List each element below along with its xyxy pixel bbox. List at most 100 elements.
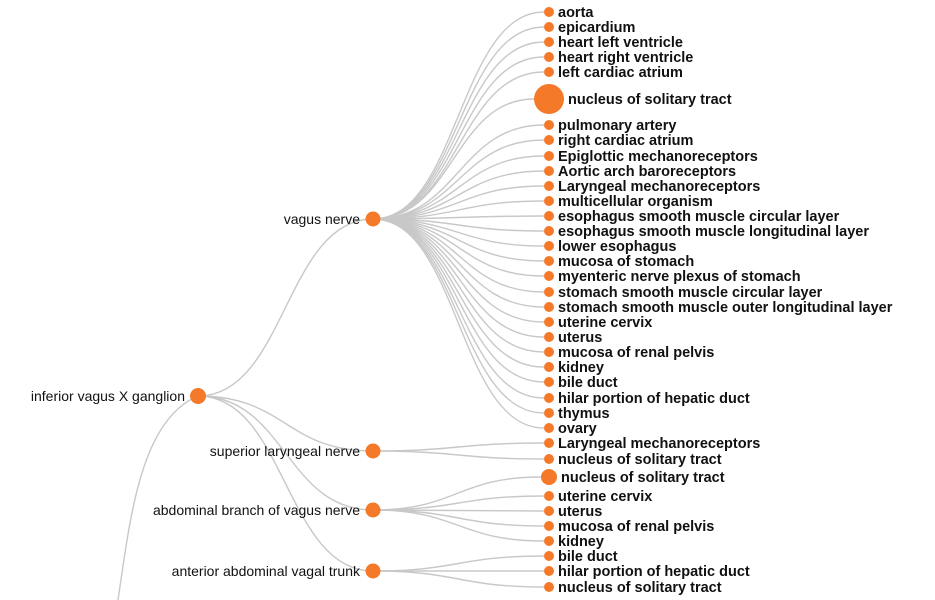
node-dot[interactable] [544,377,554,387]
node-dot[interactable] [544,37,554,47]
tree-node-branch[interactable]: superior laryngeal nerve [210,443,381,459]
node-dot[interactable] [544,22,554,32]
tree-node-leaf[interactable]: bile duct [544,549,618,565]
node-label: epicardium [558,20,635,36]
node-dot[interactable] [544,362,554,372]
tree-node-branch[interactable]: vagus nerve [284,211,381,227]
node-dot[interactable] [365,502,381,518]
node-dot[interactable] [544,226,554,236]
node-label: bile duct [558,375,618,391]
node-dot[interactable] [544,241,554,251]
node-dot[interactable] [544,271,554,281]
node-dot[interactable] [544,551,554,561]
tree-node-leaf[interactable]: mucosa of renal pelvis [544,519,714,535]
node-dot[interactable] [365,211,381,227]
tree-node-leaf[interactable]: Aortic arch baroreceptors [544,164,736,180]
node-label: Laryngeal mechanoreceptors [558,179,760,195]
node-dot[interactable] [544,135,554,145]
node-dot[interactable] [544,211,554,221]
node-dot[interactable] [544,521,554,531]
tree-node-leaf[interactable]: right cardiac atrium [544,133,693,149]
tree-node-leaf[interactable]: heart left ventricle [544,35,683,51]
tree-node-root[interactable]: inferior vagus X ganglion [31,388,206,404]
tree-node-leaf[interactable]: aorta [544,5,594,21]
node-dot[interactable] [544,256,554,266]
tree-node-leaf[interactable]: uterine cervix [544,489,652,505]
node-label: multicellular organism [558,194,713,210]
node-dot[interactable] [544,438,554,448]
node-label: heart right ventricle [558,50,693,66]
tree-node-leaf[interactable]: nucleus of solitary tract [541,469,725,486]
node-dot[interactable] [544,7,554,17]
tree-node-leaf[interactable]: multicellular organism [544,194,713,210]
node-label: abdominal branch of vagus nerve [153,502,360,518]
node-dot[interactable] [544,52,554,62]
node-label: uterus [558,330,602,346]
node-dot[interactable] [544,181,554,191]
tree-links [117,11,545,600]
node-dot[interactable] [544,536,554,546]
tree-node-leaf[interactable]: bile duct [544,375,618,391]
tree-node-leaf[interactable]: stomach smooth muscle circular layer [544,285,823,301]
tree-node-leaf[interactable]: nucleus of solitary tract [544,580,722,596]
tree-node-leaf[interactable]: uterus [544,504,602,520]
tree-node-leaf[interactable]: uterine cervix [544,315,652,331]
tree-node-leaf[interactable]: thymus [544,406,610,422]
node-dot[interactable] [544,317,554,327]
node-dot[interactable] [544,196,554,206]
tree-node-leaf[interactable]: left cardiac atrium [544,65,683,81]
tree-node-leaf[interactable]: Laryngeal mechanoreceptors [544,179,760,195]
node-dot[interactable] [544,287,554,297]
tree-node-leaf[interactable]: nucleus of solitary tract [544,452,722,468]
node-dot[interactable] [544,393,554,403]
tree-link [372,98,535,220]
tree-node-leaf[interactable]: pulmonary artery [544,118,676,134]
tree-node-leaf[interactable]: stomach smooth muscle outer longitudinal… [544,300,893,316]
node-label: esophagus smooth muscle circular layer [558,209,840,225]
node-dot[interactable] [544,454,554,464]
node-label: left cardiac atrium [558,65,683,81]
tree-node-leaf[interactable]: esophagus smooth muscle longitudinal lay… [544,224,869,240]
node-label: nucleus of solitary tract [561,470,725,486]
node-dot[interactable] [544,120,554,130]
tree-node-leaf[interactable]: hilar portion of hepatic duct [544,564,750,580]
node-dot[interactable] [534,84,564,114]
tree-link [197,395,374,511]
tree-node-leaf[interactable]: kidney [544,534,604,550]
tree-node-leaf[interactable]: mucosa of stomach [544,254,694,270]
tree-node-leaf[interactable]: heart right ventricle [544,50,693,66]
node-dot[interactable] [544,166,554,176]
tree-node-leaf[interactable]: myenteric nerve plexus of stomach [544,269,801,285]
node-dot[interactable] [365,443,381,459]
node-dot[interactable] [190,388,206,404]
tree-node-leaf[interactable]: lower esophagus [544,239,676,255]
node-dot[interactable] [544,347,554,357]
node-label: esophagus smooth muscle longitudinal lay… [558,224,869,240]
node-label: kidney [558,534,604,550]
tree-link [372,71,545,220]
tree-node-branch[interactable]: anterior abdominal vagal trunk [172,563,381,579]
tree-node-leaf[interactable]: esophagus smooth muscle circular layer [544,209,840,225]
tree-node-leaf[interactable]: ovary [544,421,597,437]
tree-node-leaf[interactable]: kidney [544,360,604,376]
node-dot[interactable] [544,408,554,418]
node-dot[interactable] [544,506,554,516]
tree-node-leaf[interactable]: mucosa of renal pelvis [544,345,714,361]
tree-node-leaf[interactable]: nucleus of solitary tract [534,84,732,114]
tree-node-leaf[interactable]: uterus [544,330,602,346]
node-dot[interactable] [544,582,554,592]
node-dot[interactable] [544,423,554,433]
node-dot[interactable] [544,332,554,342]
node-dot[interactable] [544,566,554,576]
tree-node-leaf[interactable]: Laryngeal mechanoreceptors [544,436,760,452]
node-dot[interactable] [544,151,554,161]
node-dot[interactable] [544,67,554,77]
tree-node-leaf[interactable]: Epiglottic mechanoreceptors [544,149,758,165]
node-dot[interactable] [365,563,381,579]
node-dot[interactable] [541,469,557,485]
tree-node-leaf[interactable]: epicardium [544,20,635,36]
tree-node-leaf[interactable]: hilar portion of hepatic duct [544,391,750,407]
node-dot[interactable] [544,491,554,501]
tree-node-branch[interactable]: abdominal branch of vagus nerve [153,502,381,518]
node-dot[interactable] [544,302,554,312]
